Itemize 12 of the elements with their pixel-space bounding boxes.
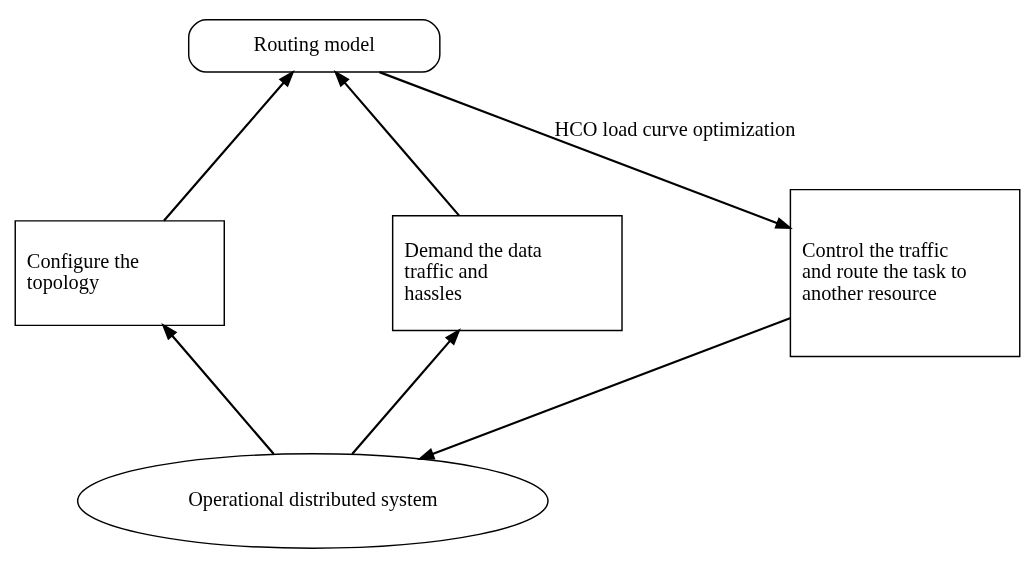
node-box: Demand the data traffic and hassles bbox=[391, 214, 623, 331]
arrow bbox=[333, 69, 460, 216]
arrow bbox=[416, 316, 790, 460]
node-box: Control the traffic and route the task to another resource bbox=[789, 188, 1020, 357]
edge-label: HCO load curve optimization bbox=[554, 117, 795, 140]
node-box: Routing model bbox=[187, 18, 441, 73]
arrow bbox=[378, 70, 793, 229]
node-box: Configure the topology bbox=[14, 219, 225, 326]
node-ellipse: Operational distributed system bbox=[76, 452, 549, 549]
arrow bbox=[160, 322, 275, 455]
arrow bbox=[350, 327, 461, 455]
arrow bbox=[162, 69, 295, 221]
